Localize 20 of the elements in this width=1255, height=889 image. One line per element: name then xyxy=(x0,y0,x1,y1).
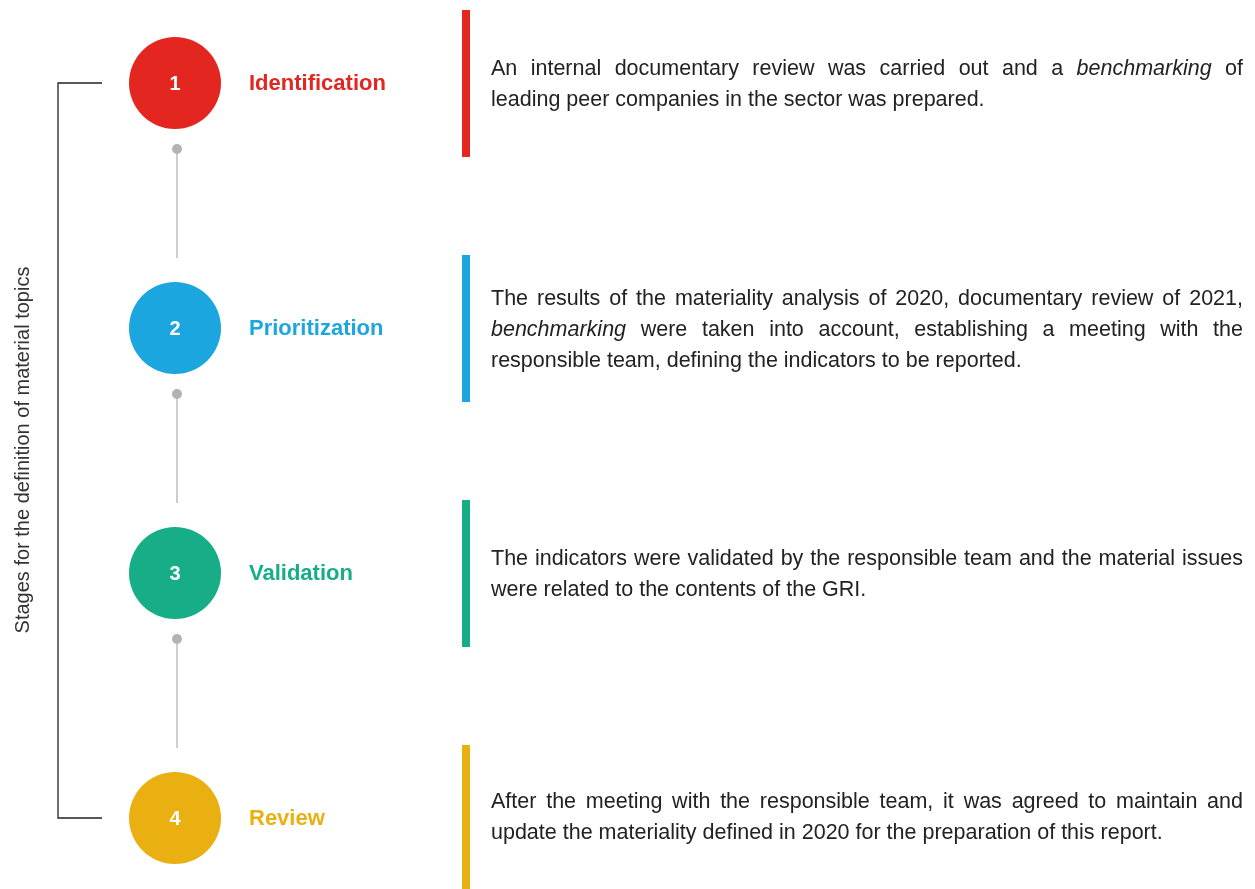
description-text: After the meeting with the responsible team, it was agreed to maintain and update the materiality defined in 2020 for the preparation of this report. xyxy=(491,788,1243,846)
connector-line xyxy=(172,634,182,749)
color-bar xyxy=(462,255,470,402)
step-number: 3 xyxy=(169,561,181,585)
color-bar xyxy=(462,10,470,157)
step-number: 1 xyxy=(169,71,181,95)
description-text: An internal documentary review was carried out and a benchmarking of leading peer companies in the sector was prepared. xyxy=(491,54,1243,113)
step-heading: Review xyxy=(249,805,325,831)
connector-line xyxy=(172,144,182,259)
step-number: 2 xyxy=(169,316,181,340)
connector-line xyxy=(172,389,182,504)
color-bar xyxy=(462,745,470,889)
description-text: The results of the materiality analysis of 2020, documentary review of 2021, benchmarking were taken into account, establishing a meeting with the responsible team, defining the indicators to be reported. xyxy=(491,284,1243,374)
axis-label: Stages for the definition of material topics xyxy=(10,266,34,634)
color-bar xyxy=(462,500,470,647)
step-number: 4 xyxy=(169,806,181,830)
step-heading: Validation xyxy=(249,560,353,586)
description-text: The indicators were validated by the responsible team and the material issues were related to the contents of the GRI. xyxy=(491,544,1243,603)
step-heading: Prioritization xyxy=(249,315,384,341)
step-heading: Identification xyxy=(249,70,386,96)
